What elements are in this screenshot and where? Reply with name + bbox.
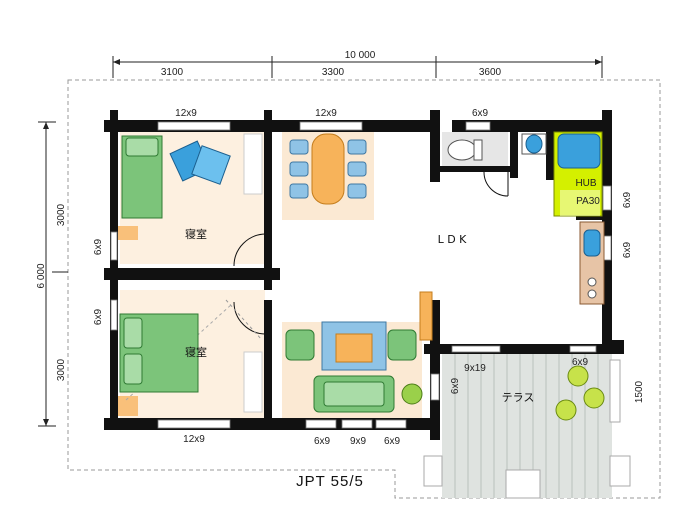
room-label-bedroom-upper: 寝室 [185, 227, 207, 241]
window-label-right-lower: 6x9 [622, 242, 633, 259]
plan-title: JPT 55/5 [296, 473, 364, 490]
window-label-bottom-living-2: 9x9 [350, 436, 367, 447]
shelf-lower [118, 396, 138, 416]
closet-lower [243, 351, 263, 413]
window-label-top-bedroom: 12x9 [175, 108, 197, 119]
window-label-bottom-living-3: 6x9 [384, 436, 401, 447]
dining-set [289, 133, 367, 205]
wc-fixtures [442, 132, 547, 166]
total-width-label: 10 000 [345, 50, 376, 61]
window-label-left-upper: 6x9 [93, 239, 104, 256]
bed-upper [121, 135, 163, 219]
bed-lower [119, 313, 199, 393]
kitchen-unit [579, 221, 605, 305]
eaves-outline [67, 79, 661, 499]
segment-1-label: 3100 [161, 67, 184, 78]
segment-2-label: 3300 [322, 67, 345, 78]
left-lower-label: 3000 [56, 358, 67, 381]
left-upper-label: 3000 [56, 203, 67, 226]
hub-block [553, 131, 603, 217]
top-dimension: 10 000 3100 3300 3600 [112, 50, 603, 78]
shelf-upper [118, 226, 138, 240]
window-label-terrace-door: 9x19 [464, 363, 486, 374]
window-label-top-wc: 6x9 [472, 108, 489, 119]
window-label-right-upper: 6x9 [622, 192, 633, 209]
window-label-bottom-living-1: 6x9 [314, 436, 331, 447]
window-openings [110, 121, 612, 429]
window-label-terrace-side: 6x9 [450, 378, 461, 395]
terrace-depth-label: 1500 [634, 380, 645, 403]
room-label-ldk: L D K [438, 233, 468, 246]
hub-label-1: HUB [575, 178, 596, 189]
left-dimension: 6 000 3000 3000 [36, 121, 68, 427]
window-label-left-lower: 6x9 [93, 309, 104, 326]
window-label-terrace-right: 6x9 [572, 357, 589, 368]
living-set [285, 291, 433, 413]
window-label-top-dining: 12x9 [315, 108, 337, 119]
doors [125, 171, 509, 401]
plant-icons [401, 365, 605, 421]
segment-3-label: 3600 [479, 67, 502, 78]
hub-label-2: PA30 [576, 196, 600, 207]
room-label-bedroom-lower: 寝室 [185, 345, 207, 359]
terrace-deck [423, 352, 631, 499]
room-label-terrace: テラス [502, 391, 535, 404]
window-label-bottom-bedroom: 12x9 [183, 434, 205, 445]
total-height-label: 6 000 [36, 263, 47, 288]
cushions-upper [169, 140, 231, 185]
closet-upper [243, 133, 263, 195]
